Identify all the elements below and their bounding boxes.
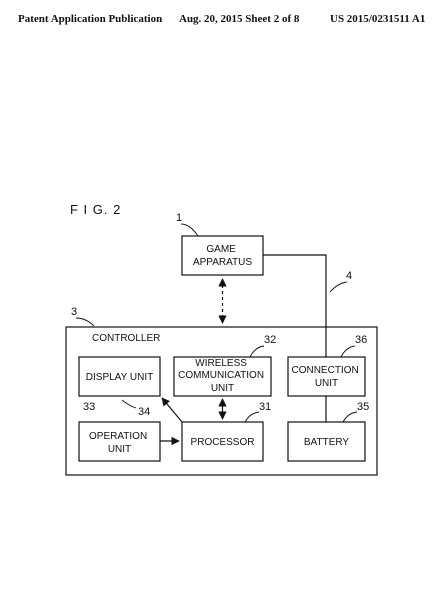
- date-sheet-label: Aug. 20, 2015 Sheet 2 of 8: [179, 13, 300, 25]
- battery-box: [287, 421, 366, 462]
- game-apparatus-label: GAME APPARATUS: [193, 244, 252, 268]
- ref-1: 1: [176, 212, 182, 224]
- page-header: Patent Application Publication Aug. 20, …: [0, 13, 442, 29]
- publication-label: Patent Application Publication: [18, 13, 163, 25]
- battery-label: BATTERY: [304, 437, 350, 448]
- ref-1-leader: [180, 223, 199, 237]
- ref-35-leader: [342, 411, 358, 423]
- game-apparatus-box: [181, 235, 264, 276]
- processor-box: [181, 421, 264, 462]
- wireless-unit-box: [173, 356, 272, 397]
- ref-34-leader: [121, 399, 137, 409]
- connection-unit-block: CONNECTION UNIT 36: [287, 334, 367, 397]
- processor-label: PROCESSOR: [191, 437, 255, 448]
- display-unit-box: [78, 356, 161, 397]
- ref-36: 36: [355, 334, 367, 346]
- ref-4: 4: [346, 270, 352, 282]
- ref-3-leader: [75, 317, 95, 327]
- controller-label: CONTROLLER: [92, 333, 160, 344]
- processor-block: PROCESSOR 31: [181, 401, 271, 462]
- ref-32-leader: [249, 345, 265, 358]
- cable-line: [263, 254, 327, 357]
- game-apparatus-block: GAME APPARATUS 1: [176, 212, 264, 276]
- figure-label: F I G. 2: [70, 202, 121, 217]
- processor-to-display-arrow: [161, 397, 183, 423]
- patent-number: US 2015/0231511 A1: [330, 13, 426, 25]
- connection-unit-label: CONNECTION UNIT: [291, 365, 361, 389]
- ref-35: 35: [357, 401, 369, 413]
- wireless-communication-unit-block: WIRELESS COMMUNICATION UNIT 32: [173, 334, 276, 397]
- battery-block: BATTERY 35: [287, 401, 369, 462]
- ref-31-leader: [244, 411, 260, 423]
- display-unit-block: DISPLAY UNIT 34: [78, 356, 161, 418]
- ref-3: 3: [71, 306, 77, 318]
- operation-unit-block: OPERATION UNIT 33: [78, 401, 161, 462]
- ref-36-leader: [340, 345, 356, 358]
- connections: 4: [160, 254, 352, 446]
- wireless-unit-label: WIRELESS COMMUNICATION UNIT: [178, 358, 267, 394]
- ref-33: 33: [83, 401, 95, 413]
- ref-34: 34: [138, 406, 150, 418]
- operation-unit-box: [78, 421, 161, 462]
- ref-31: 31: [259, 401, 271, 413]
- ref-32: 32: [264, 334, 276, 346]
- connection-unit-box: [287, 356, 366, 397]
- operation-unit-label: OPERATION UNIT: [89, 431, 150, 455]
- ref-4-leader: [329, 281, 348, 293]
- display-unit-label: DISPLAY UNIT: [86, 372, 153, 383]
